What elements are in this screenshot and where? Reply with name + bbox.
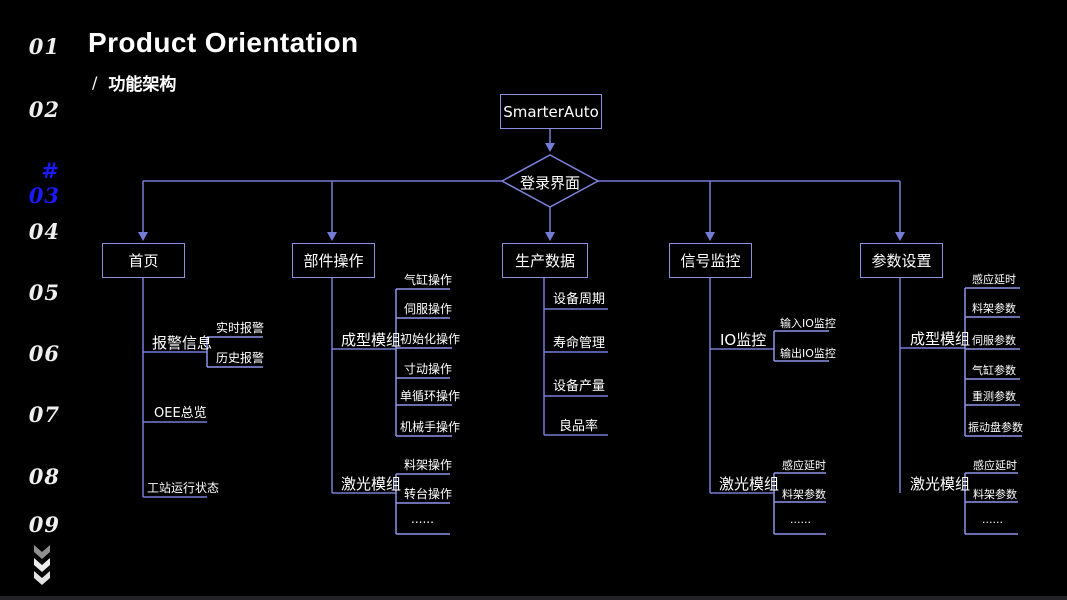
label-rack-params-signal: 料架参数 [782,488,826,501]
sidebar-index-09: 09 [28,512,60,537]
node-root-smarterauto: SmarterAuto [500,94,602,129]
label-rack-params: 料架参数 [972,302,1016,315]
label-cylinder-operation: 气缸操作 [404,273,453,287]
label-ellipsis-signal: ...... [790,513,811,526]
sidebar-index-04: 04 [28,219,60,244]
label-equipment-cycle: 设备周期 [553,292,606,307]
node-component-operation: 部件操作 [292,243,375,278]
label-lifetime-management: 寿命管理 [553,336,606,351]
label-equipment-output: 设备产量 [553,379,606,394]
label-induction-delay-signal: 感应延时 [782,459,826,472]
label-molding-module: 成型模组 [341,331,402,349]
label-molding-module-params: 成型模组 [910,330,971,348]
bottom-edge-strip [0,596,1067,600]
label-io-monitoring: IO监控 [720,331,767,349]
label-rack-params-laser: 料架参数 [973,488,1017,501]
sidebar-index-08: 08 [28,464,60,489]
sidebar-index-07: 07 [28,402,60,427]
label-laser-module-ops: 激光模组 [341,475,402,493]
page-title: Product Orientation [88,27,359,58]
label-oee-overview: OEE总览 [154,406,207,421]
label-history-alarm: 历史报警 [216,351,265,365]
label-jog-operation: 寸动操作 [404,362,453,376]
label-cylinder-params: 气缸参数 [972,364,1016,377]
sidebar-index-06: 06 [28,341,60,366]
node-home: 首页 [102,243,185,278]
node-parameter-settings: 参数设置 [860,243,943,278]
label-output-io-monitoring: 输出IO监控 [780,347,836,360]
label-laser-module-params: 激光模组 [910,475,971,493]
label-rack-operation: 料架操作 [404,458,453,472]
node-production-data: 生产数据 [502,243,588,278]
label-turntable-operation: 转台操作 [404,487,453,501]
label-servo-params: 伺服参数 [972,334,1016,347]
label-realtime-alarm: 实时报警 [216,321,265,335]
sidebar-index-05: 05 [28,280,60,305]
chevrons-down-icon [31,544,53,590]
page-subtitle: / 功能架构 [92,70,176,95]
label-retest-params: 重测参数 [972,390,1016,403]
label-init-operation: 初始化操作 [400,332,461,346]
node-signal-monitoring: 信号监控 [669,243,752,278]
sidebar-index-02: 02 [28,97,60,122]
label-ellipsis-ops: ...... [411,512,434,526]
sidebar-index-01: 01 [28,34,60,59]
label-laser-module-signal: 激光模组 [719,475,780,493]
label-servo-operation: 伺服操作 [404,302,453,316]
label-induction-delay-laser: 感应延时 [973,459,1017,472]
label-ellipsis-params: ...... [982,513,1003,526]
label-alarm-info: 报警信息 [152,334,213,352]
node-gateway-login: 登录界面 [519,174,580,192]
subtitle-text: 功能架构 [108,75,177,95]
label-vibration-plate-params: 振动盘参数 [968,421,1023,434]
label-manipulator-operation: 机械手操作 [400,420,461,434]
sidebar-index-03-active: # 03 [28,158,60,208]
subtitle-slash: / [92,73,98,92]
label-station-run-status: 工站运行状态 [147,481,220,495]
label-yield-rate: 良品率 [559,419,599,434]
label-induction-delay-param: 感应延时 [972,273,1016,286]
label-input-io-monitoring: 输入IO监控 [780,317,836,330]
label-single-cycle-operation: 单循环操作 [400,389,461,403]
